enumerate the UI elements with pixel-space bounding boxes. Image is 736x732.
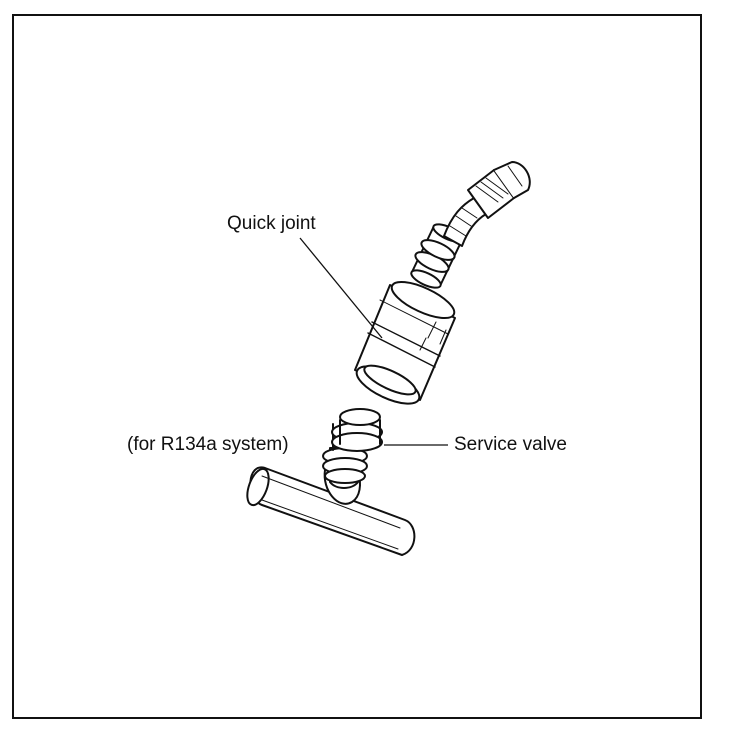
hose-end-nut — [467, 161, 531, 219]
service-valve — [322, 408, 383, 505]
quick-joint — [354, 280, 456, 405]
service-valve-label: Service valve — [454, 434, 567, 455]
quick-joint-label: Quick joint — [227, 213, 316, 234]
pipe — [246, 466, 416, 556]
r134a-system-label: (for R134a system) — [127, 434, 289, 455]
quick-joint-leader — [299, 237, 383, 339]
